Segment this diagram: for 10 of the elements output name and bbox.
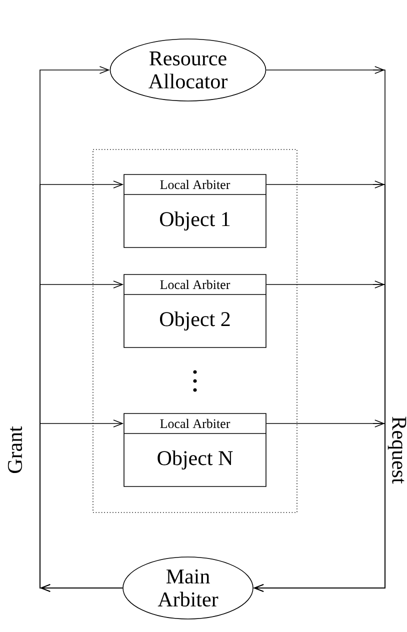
- object-box: Local Arbiter Object N: [124, 413, 266, 487]
- arrow: [253, 420, 386, 592]
- side-label: Grant: [8, 426, 22, 474]
- object-box: Local Arbiter Object 1: [124, 174, 266, 248]
- dotted-frame: [92, 149, 298, 513]
- object-box: Local Arbiter Object 2: [124, 274, 266, 348]
- side-label: Request: [388, 416, 406, 484]
- ellipse-node: Resource Allocator: [110, 38, 266, 102]
- arrow: [40, 420, 124, 592]
- ellipse-node: Main Arbiter: [122, 556, 254, 620]
